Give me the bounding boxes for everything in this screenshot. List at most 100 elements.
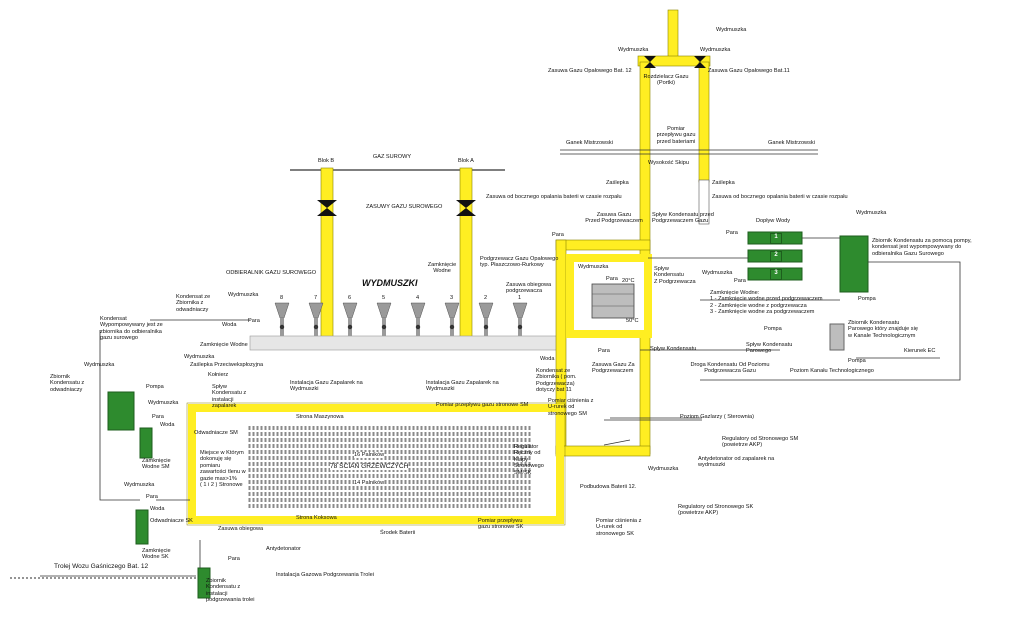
standpipe-number: 5: [382, 295, 386, 301]
gas-heater-body: [591, 283, 635, 319]
water-seal-1-number: 1: [770, 233, 782, 244]
raw-gas-riser-b: [320, 167, 334, 341]
label-odwadniacze-sk: Odwadniacze SK: [150, 518, 193, 524]
label-zaslepka-r: Zaślepka: [712, 180, 735, 186]
standpipe-valve: [483, 324, 489, 330]
label-inst-zapalarek-r: Instalacja Gazu Zapalarek na Wydmuszki: [426, 380, 499, 393]
label-podbudowa: Podbudowa Baterii 12.: [580, 484, 637, 490]
label-strona-koksowa: Strona Koksowa: [296, 515, 337, 521]
gas-heater-frame: [566, 254, 652, 338]
label-poziom-kanalu: Poziom Kanału Technologicznego: [790, 368, 874, 374]
standpipe-number: 2: [484, 295, 488, 301]
standpipes: [274, 302, 528, 336]
valve-bat11: [694, 56, 706, 68]
label-para3: Para: [734, 278, 746, 284]
label-para2: Para: [606, 276, 618, 282]
label-ganek-l: Ganek Mistrzowski: [566, 140, 613, 146]
label-wydmuszka-b: Wydmuszka: [184, 354, 215, 360]
label-zasuwa-obiegowa-left: Zasuwa obiegowa: [218, 526, 264, 532]
label-odbieralnik: ODBIERALNIK GAZU SUROWEGO: [226, 270, 317, 276]
label-wydmuszka-d: Wydmuszka: [148, 400, 179, 406]
standpipe-funnel: [512, 302, 528, 319]
label-wydmuszka2: Wydmuszka: [702, 270, 733, 276]
label-zaslepka-l: Zaślepka: [606, 180, 629, 186]
fuel-gas-pipe-right: [698, 61, 710, 183]
standpipe-valve: [449, 324, 455, 330]
standpipe-number: 4: [416, 295, 420, 301]
standpipe-number: 6: [348, 295, 352, 301]
label-splyw-przed: Spływ Kondensatu przed Podgrzewaczem Gaz…: [652, 212, 714, 225]
label-antydet: Antydetonator od zapalarek na wydmuszki: [698, 456, 775, 469]
label-zasuwa11: Zasuwa Gazu Opałowego Bat.11: [708, 68, 790, 74]
fuel-gas-distributor: [637, 55, 711, 67]
label-pomiar-przeplywu: Pomiar przepływu gazu przed bateriami: [656, 126, 696, 145]
fuel-gas-to-heater: [555, 239, 651, 251]
label-zbiornik-trolei: Zbiornik Kondensatu z instalacji podgrze…: [206, 578, 255, 604]
collecting-main: [249, 335, 561, 351]
standpipe-funnel: [444, 302, 460, 319]
standpipe-number: 8: [280, 295, 284, 301]
label-zbiornik-odw: Zbiornik Kondensatu z odwadniaczy: [50, 374, 85, 393]
label-odwadniacze-sm: Odwadniacze SM: [194, 430, 238, 436]
label-para-f: Para: [228, 556, 240, 562]
label-gaz-surowy: GAZ SUROWY: [372, 154, 412, 160]
label-pompa2: Pompa: [764, 326, 782, 332]
label-wydmuszka4: Wydmuszka: [648, 466, 679, 472]
label-kolnierz: Kołnierz: [208, 372, 229, 378]
label-droga: Droga Kondensatu Od Poziomu Podgrzewacza…: [690, 362, 770, 375]
pump-tank-right: [839, 235, 869, 293]
label-srodek: Środek Baterii: [380, 530, 416, 536]
label-para1: Para: [726, 230, 738, 236]
fuel-gas-to-battery: [555, 445, 651, 457]
trolley-tank: [197, 567, 211, 599]
standpipe-funnel: [410, 302, 426, 319]
label-miejsce: Miejsce w Którym dokonuję się pomiaru za…: [200, 450, 246, 489]
label-antydetonator: Antydetonator: [266, 546, 301, 552]
label-poziom-gazlary: Poziom Gazlarzy ( Sterownia): [680, 414, 754, 420]
standpipe-number: 1: [518, 295, 522, 301]
standpipe-valve: [279, 324, 285, 330]
label-regulatory-sm: Regulatory od Stronowego SM (powietrze A…: [722, 436, 799, 449]
standpipe-valve: [415, 324, 421, 330]
label-zasuwa-obiegowa-h: Zasuwa obiegowa podgrzewacza: [506, 282, 552, 295]
label-wysokosc: Wysokość Skipu: [648, 160, 689, 166]
label-pomiar-cisnienia-sm: Pomiar ciśnienia z U-rurek od stronowego…: [548, 398, 594, 417]
fuel-gas-riser-top: [667, 9, 679, 61]
label-doplyw-wody: Dopływ Wody: [756, 218, 791, 224]
label-splyw-z: Spływ Kondensatu Z Podgrzewacza: [654, 266, 696, 285]
label-wydmuszka3: Wydmuszka: [856, 210, 887, 216]
label-regulator: Regulator Ręczny od Klapy Stronowego SM/…: [514, 444, 544, 476]
battery-ring-main: [188, 404, 564, 524]
label-podgrzewacz: Podgrzewacz Gazu Opałowego typ. Płaszczo…: [480, 256, 559, 269]
label-pompa3: Pompa: [848, 358, 866, 364]
label-zamkniecie-wodne: Zamknięcie Wodne: [200, 342, 248, 348]
label-zasuwy: ZASUWY GAZU SUROWEGO: [366, 204, 443, 210]
standpipe-valve: [517, 324, 523, 330]
standpipe-valve: [381, 324, 387, 330]
label-para-d: Para: [152, 414, 164, 420]
water-seal-sm: [139, 427, 153, 459]
label-pomiar-sm: Pomiar przepływu gazu stronowe SM: [436, 402, 529, 408]
standpipe-valve: [313, 324, 319, 330]
label-palnikow-16: 16 Palników: [354, 452, 385, 459]
standpipe-valve: [347, 324, 353, 330]
label-pomiar-cisnienia-sk: Pomiar ciśnienia z U-rurek od stronowego…: [596, 518, 642, 537]
label-woda-a: Woda: [222, 322, 237, 328]
label-wydmuszki: WYDMUSZKI: [362, 278, 418, 288]
label-splyw-parowy: Spływ Kondensatu Parowego: [746, 342, 793, 355]
label-blok-a: Blok A: [458, 158, 474, 164]
label-zasuwa12: Zasuwa Gazu Opałowego Bat. 12: [548, 68, 632, 74]
label-zbiornik-parowy: Zbiornik Kondensatu Parowego który znajd…: [848, 320, 918, 339]
valve-bat12: [644, 56, 656, 68]
label-zasuwa-boczna-l: Zasuwa od bocznego opalania baterii w cz…: [486, 194, 622, 200]
label-para-a-left: Para: [248, 318, 260, 324]
water-seal-3-number: 3: [770, 269, 782, 280]
label-woda-e: Woda: [150, 506, 165, 512]
label-pompa-left: Pompa: [146, 384, 164, 390]
label-para-a: Para: [552, 232, 564, 238]
label-ganek-r: Ganek Mistrzowski: [768, 140, 815, 146]
service-lines: [40, 149, 961, 577]
label-zbiornik-pompy: Zbiornik Kondensatu za pomocą pompy, kon…: [872, 238, 972, 257]
